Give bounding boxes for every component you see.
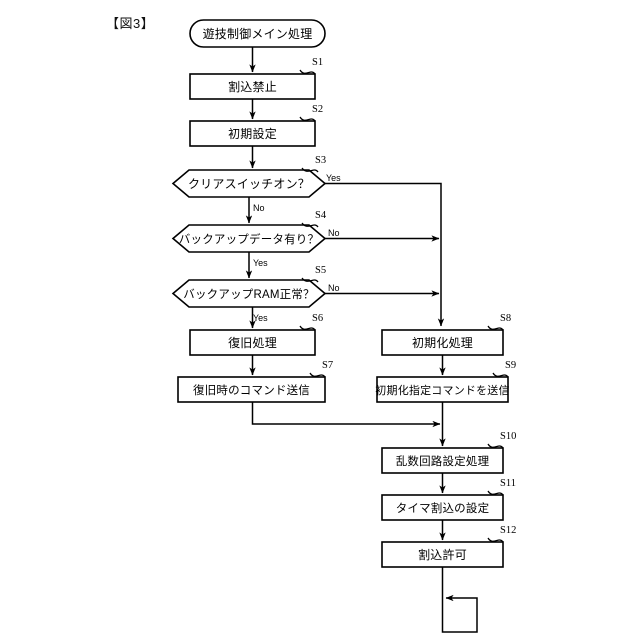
step-number-s4: S4 [315,210,327,221]
leader-s9 [492,372,509,378]
step-number-s2: S2 [312,104,324,115]
figure-title: 【図3】 [106,16,155,31]
step-number-s5: S5 [315,265,327,276]
node-s5-shape [171,279,327,308]
branch-label-s3-yes: Yes [326,173,341,183]
step-number-s6: S6 [312,313,324,324]
step-number-s9: S9 [505,360,517,371]
leader-s12 [487,537,504,543]
node-s11-shape [381,494,504,521]
branch-label-s5-no: No [328,283,340,293]
node-s6-shape [189,329,316,356]
node-s8-shape [381,329,504,356]
branch-label-s3-no: No [253,203,265,213]
node-s9-shape [376,376,509,403]
step-number-s10: S10 [500,431,517,442]
branch-label-s5-yes: Yes [253,313,268,323]
leader-s2 [299,116,316,122]
leader-s5 [301,277,319,283]
branch-label-s4-no: No [328,228,340,238]
step-number-s7: S7 [322,360,334,371]
edge-s3-yes-to-merge [325,182,445,327]
edge-s7-to-merge [251,402,441,428]
leader-s7 [309,372,326,378]
node-s2-shape [189,120,316,147]
node-s3-shape [171,169,327,198]
leader-s4 [301,222,319,228]
node-s7-shape [177,376,326,403]
leader-s1 [299,69,316,75]
step-number-s3: S3 [315,155,327,166]
step-leader-lines [299,69,509,543]
leader-s6 [299,325,316,331]
branch-label-s4-yes: Yes [253,258,268,268]
leader-s10 [487,443,504,449]
node-s1-shape [189,73,316,100]
step-number-s12: S12 [500,525,517,536]
node-s10-shape [381,447,504,474]
leader-s8 [487,325,504,331]
step-number-s1: S1 [312,57,324,68]
node-s12-shape [381,541,504,568]
edge-s12-loop-back [441,567,478,633]
step-number-s11: S11 [500,478,516,489]
node-s4-shape [171,224,327,253]
leader-s3 [301,167,319,173]
node-start-shape [189,19,326,48]
leader-s11 [487,490,504,496]
step-number-s8: S8 [500,313,512,324]
